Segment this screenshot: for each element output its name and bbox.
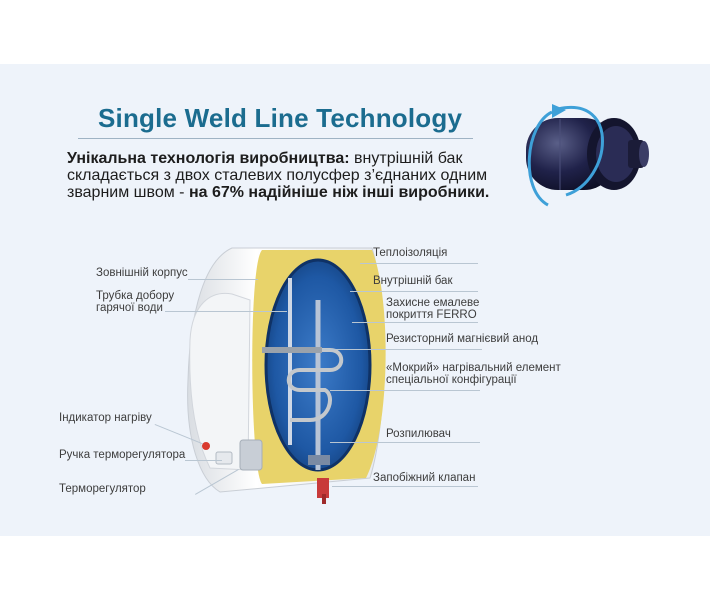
label-thermostat-knob: Ручка терморегулятора <box>59 449 186 461</box>
leader-safety-valve <box>332 486 478 487</box>
label-thermostat: Терморегулятор <box>59 483 146 495</box>
label-enamel-coating: Захисне емалеве покриття FERRO <box>386 297 480 321</box>
label-insulation: Теплоізоляція <box>373 247 448 259</box>
label-heating-element: «Мокрий» нагрівальний елемент спеціально… <box>386 362 561 386</box>
title-underline <box>78 138 473 139</box>
label-inner-tank: Внутрішній бак <box>373 275 453 287</box>
rotation-arrow-icon <box>527 104 604 207</box>
intro-bold: Унікальна технологія виробництва: <box>67 150 350 167</box>
water-heater-illustration <box>187 247 386 504</box>
leader-heating-element <box>330 390 480 391</box>
label-anode: Резисторний магнієвий анод <box>386 333 539 345</box>
leader-outer-case <box>188 279 258 280</box>
leader-enamel <box>352 322 478 323</box>
intro-highlight: на 67% надійніше ніж інші виробники. <box>188 184 490 201</box>
page-title: Single Weld Line Technology <box>98 103 463 133</box>
leader-insulation <box>360 263 478 264</box>
leader-anode <box>322 349 482 350</box>
leader-inner-tank <box>350 291 478 292</box>
label-safety-valve: Запобіжний клапан <box>373 472 476 484</box>
intro-text: Унікальна технологія виробництва: внутрі… <box>67 150 517 201</box>
label-hot-water-pipe: Трубка добору гарячої води <box>96 290 175 314</box>
label-diffuser: Розпилювач <box>386 428 451 440</box>
leader-thermostat-knob <box>185 460 222 461</box>
label-outer-case: Зовнішній корпус <box>96 267 188 279</box>
leader-diffuser <box>330 442 480 443</box>
intro-body: внутрішній бак складається з двох сталев… <box>67 150 488 201</box>
leader-hot-water-pipe <box>165 311 287 312</box>
label-heat-indicator: Індикатор нагріву <box>59 412 152 424</box>
